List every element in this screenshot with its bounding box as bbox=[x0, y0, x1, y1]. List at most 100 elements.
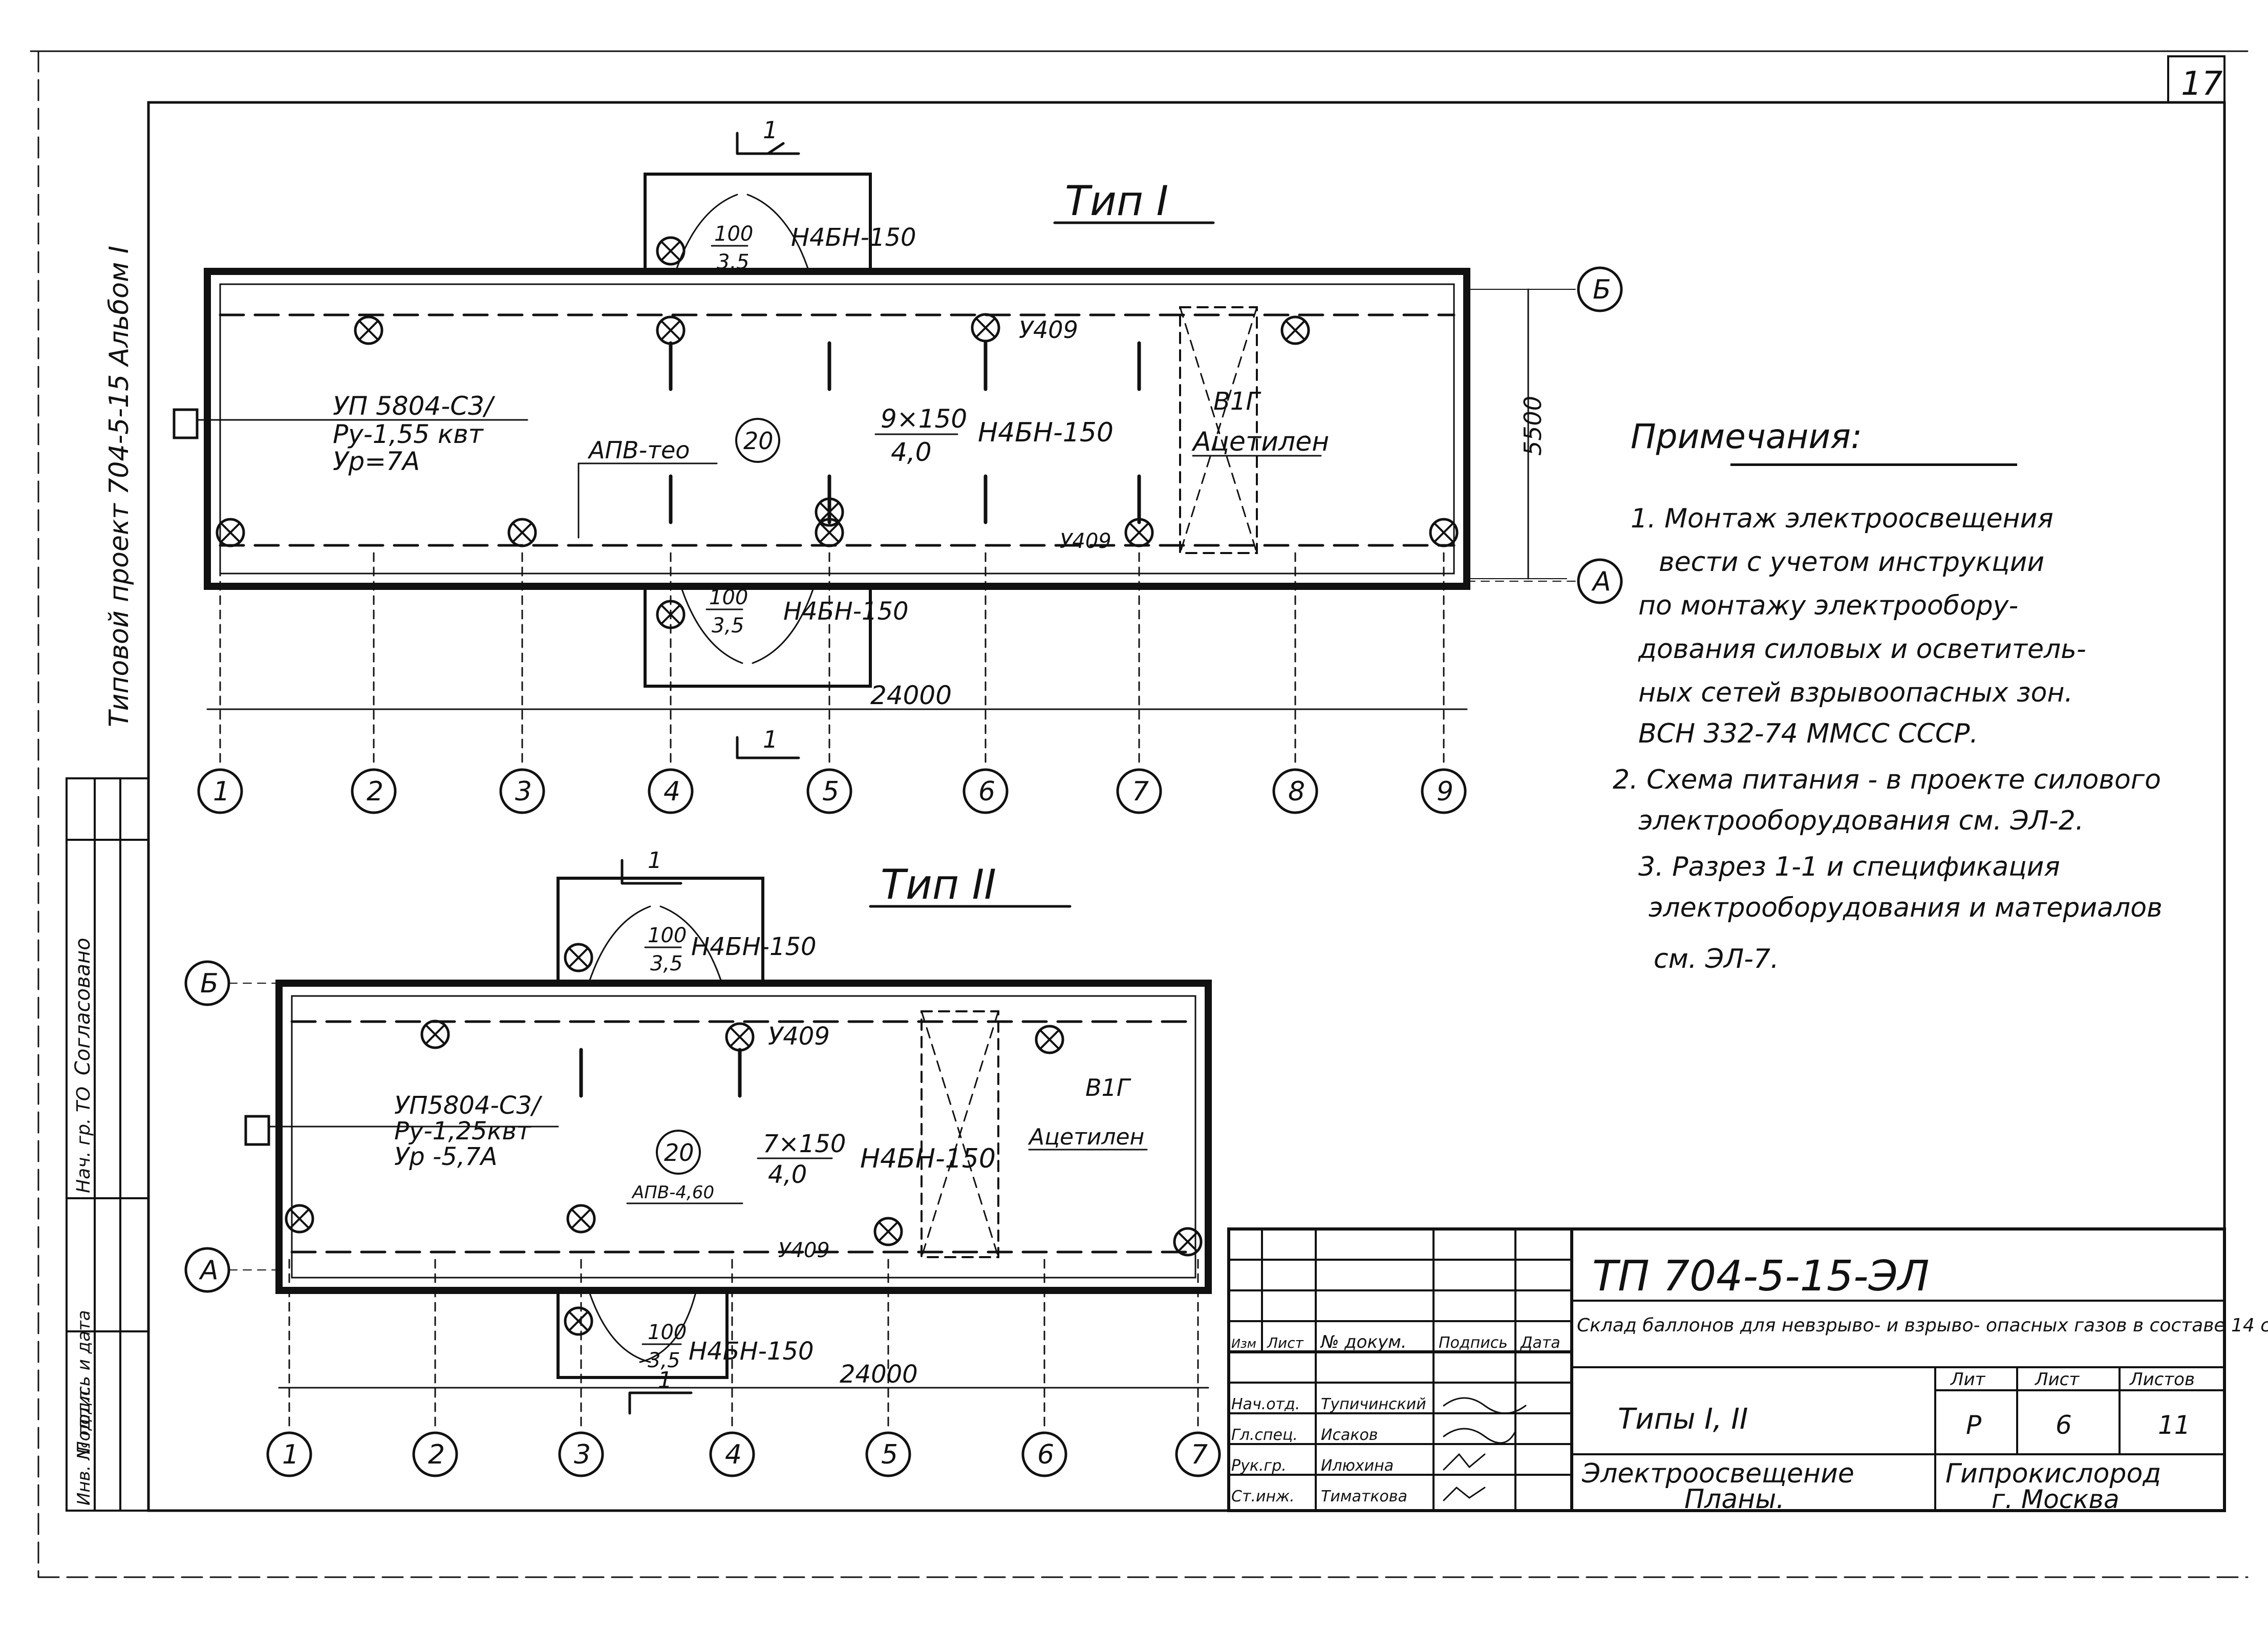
type2-gas: Ацетилен bbox=[1028, 1124, 1144, 1150]
type2-lamp-top-2 bbox=[1035, 1025, 1064, 1054]
sheet-number: 17 bbox=[2181, 65, 2223, 103]
note-line-8: электрооборудования см. ЭЛ-2. bbox=[1638, 805, 2084, 836]
title-description: Склад баллонов для невзрыво- и взрыво- о… bbox=[1577, 1315, 2268, 1336]
type2-lamp-bottom: Н4БН-150 bbox=[689, 1337, 814, 1366]
type2-door-top-den: 3,5 bbox=[650, 952, 683, 975]
type2-lamp-bottom-3 bbox=[1173, 1227, 1203, 1257]
type2-lamp-bottom-1 bbox=[566, 1204, 596, 1234]
type1-lamp-bottom-0 bbox=[216, 518, 245, 547]
left-stamp: Согласовано Нач. гр. ТО Инв. № подл. Под… bbox=[66, 777, 149, 1512]
note-line-5: ных сетей взрывоопасных зон. bbox=[1638, 677, 2073, 708]
type2-lamp-top-0 bbox=[420, 1020, 450, 1049]
note-line-2: вести с учетом инструкции bbox=[1659, 547, 2045, 578]
type2-group-den: 4,0 bbox=[768, 1160, 807, 1189]
type2-axis-7: 7 bbox=[1175, 1431, 1221, 1477]
type2-axis-2: 2 bbox=[412, 1431, 458, 1477]
type1-axis-9-label: 9 bbox=[1437, 776, 1453, 807]
type1-section-mark-bottom: 1 bbox=[763, 726, 778, 753]
type1-vestibule-top bbox=[644, 173, 872, 273]
role-1-name: Тупичинский bbox=[1321, 1395, 1426, 1413]
title-sheets-header: Листов bbox=[2129, 1369, 2195, 1390]
rev-header-change: Изм bbox=[1231, 1337, 1256, 1351]
note-line-4: дования силовых и осветитель- bbox=[1638, 634, 2086, 665]
type1-panel-line2: Ру-1,55 квт bbox=[333, 419, 484, 449]
type2-axis-4-label: 4 bbox=[725, 1439, 742, 1470]
notes-title-underline bbox=[1730, 463, 2017, 466]
type1-dim-length: 24000 bbox=[870, 681, 952, 710]
type1-dim-width: 5500 bbox=[1519, 396, 1547, 456]
type2-axis-1-label: 1 bbox=[282, 1439, 299, 1470]
type2-section-mark-bottom: 1 bbox=[658, 1367, 672, 1393]
type2-axis-3-label: 3 bbox=[574, 1439, 591, 1470]
stamp-group-head: Нач. гр. ТО bbox=[73, 1087, 94, 1193]
type1-lamp-bottom-4 bbox=[1429, 518, 1459, 547]
type1-door-top-num: 100 bbox=[714, 222, 753, 246]
type2-group-num: 7×150 bbox=[763, 1130, 846, 1158]
type2-section-mark-top: 1 bbox=[648, 847, 662, 874]
type2-axis-6-label: 6 bbox=[1037, 1439, 1054, 1470]
type2-axis-5-label: 5 bbox=[881, 1439, 898, 1470]
type1-lamp-bottom-1 bbox=[507, 518, 537, 547]
type2-axis-3: 3 bbox=[558, 1431, 604, 1477]
type2-lamp-bottom-0 bbox=[285, 1204, 314, 1234]
type1-axis-7: 7 bbox=[1116, 768, 1162, 814]
type1-vestibule-bottom bbox=[644, 585, 872, 688]
type2-group-lamp: Н4БН-150 bbox=[860, 1143, 996, 1174]
type2-axis-A: А bbox=[184, 1247, 230, 1293]
note-line-3: по монтажу электрообору- bbox=[1638, 590, 2019, 621]
type1-zone-class: В1Г bbox=[1213, 387, 1261, 416]
type1-fixture-code-top: У409 bbox=[1019, 316, 1078, 344]
type1-outer-wall bbox=[204, 268, 1470, 590]
type2-lamps bbox=[285, 943, 1203, 1336]
rev-header-doc: № докум. bbox=[1320, 1332, 1407, 1352]
signature-scribbles bbox=[1443, 1397, 1527, 1501]
type2-panel-line2: Ру-1,25квт bbox=[394, 1117, 532, 1146]
type1-axis-4: 4 bbox=[648, 768, 694, 814]
type1-axis-1-label: 1 bbox=[213, 776, 230, 807]
type2-panel-line3: Ур -5,7А bbox=[394, 1142, 497, 1171]
plan-type-2: Тип II 1 1 100 3,5 Н4БН-150 100 3,5 Н4БН… bbox=[184, 847, 1221, 1477]
type2-door-bottom-num: 100 bbox=[648, 1321, 687, 1344]
type1-lamps bbox=[216, 236, 1459, 629]
note-line-1: 1. Монтаж электроосвещения bbox=[1631, 503, 2053, 534]
type1-axis-B-label: Б bbox=[1593, 274, 1611, 305]
type2-fixture-code-bottom: У409 bbox=[778, 1239, 830, 1262]
type1-lamp-bottom: Н4БН-150 bbox=[783, 597, 909, 626]
type2-outer-wall bbox=[275, 980, 1212, 1294]
type1-group-den: 4,0 bbox=[891, 437, 932, 467]
type1-gas: Ацетилен bbox=[1191, 427, 1329, 457]
type2-door-top-num: 100 bbox=[648, 924, 687, 947]
role-4: Ст.инж. bbox=[1231, 1488, 1295, 1505]
title-block bbox=[1227, 1227, 2226, 1512]
type2-axis-4: 4 bbox=[709, 1431, 755, 1477]
type1-panel-line1: УП 5804-С3/ bbox=[333, 391, 496, 421]
type1-panel-line3: Ур=7А bbox=[333, 447, 420, 476]
type1-axis-5-label: 5 bbox=[822, 776, 839, 807]
type1-axis-2: 2 bbox=[351, 768, 397, 814]
title-drawing-2: Планы. bbox=[1684, 1484, 1785, 1515]
type1-door-top-den: 3,5 bbox=[717, 250, 750, 274]
type1-axis-7-label: 7 bbox=[1132, 776, 1149, 807]
type1-room-no: 20 bbox=[743, 427, 774, 455]
role-2: Гл.спец. bbox=[1231, 1426, 1298, 1444]
type1-lamp-top-4 bbox=[656, 236, 686, 266]
type2-axis-2-label: 2 bbox=[428, 1439, 445, 1470]
type2-apv-label: АПВ-4,60 bbox=[631, 1182, 714, 1203]
type2-lamp-top: Н4БН-150 bbox=[691, 932, 817, 961]
type1-fixture-code-bottom: У409 bbox=[1060, 529, 1111, 553]
type2-vestibule-bottom bbox=[557, 1289, 729, 1379]
type1-lamp-top-2 bbox=[971, 313, 1000, 343]
type1-axis-B: Б bbox=[1577, 266, 1623, 312]
type1-lamp-top-1 bbox=[656, 315, 686, 345]
type1-axis-2-label: 2 bbox=[367, 776, 383, 807]
rev-header-sheet: Лист bbox=[1267, 1334, 1304, 1351]
title-drawing-1: Электроосвещение bbox=[1581, 1458, 1854, 1489]
title-org: Гипрокислород bbox=[1945, 1458, 2161, 1489]
type2-lamp-bottom-2 bbox=[873, 1217, 903, 1246]
type1-axis-A-label: А bbox=[1591, 566, 1611, 597]
role-4-name: Тиматкова bbox=[1321, 1488, 1407, 1505]
title-city: г. Москва bbox=[1992, 1484, 2120, 1514]
type1-lamp-top-0 bbox=[354, 315, 383, 345]
